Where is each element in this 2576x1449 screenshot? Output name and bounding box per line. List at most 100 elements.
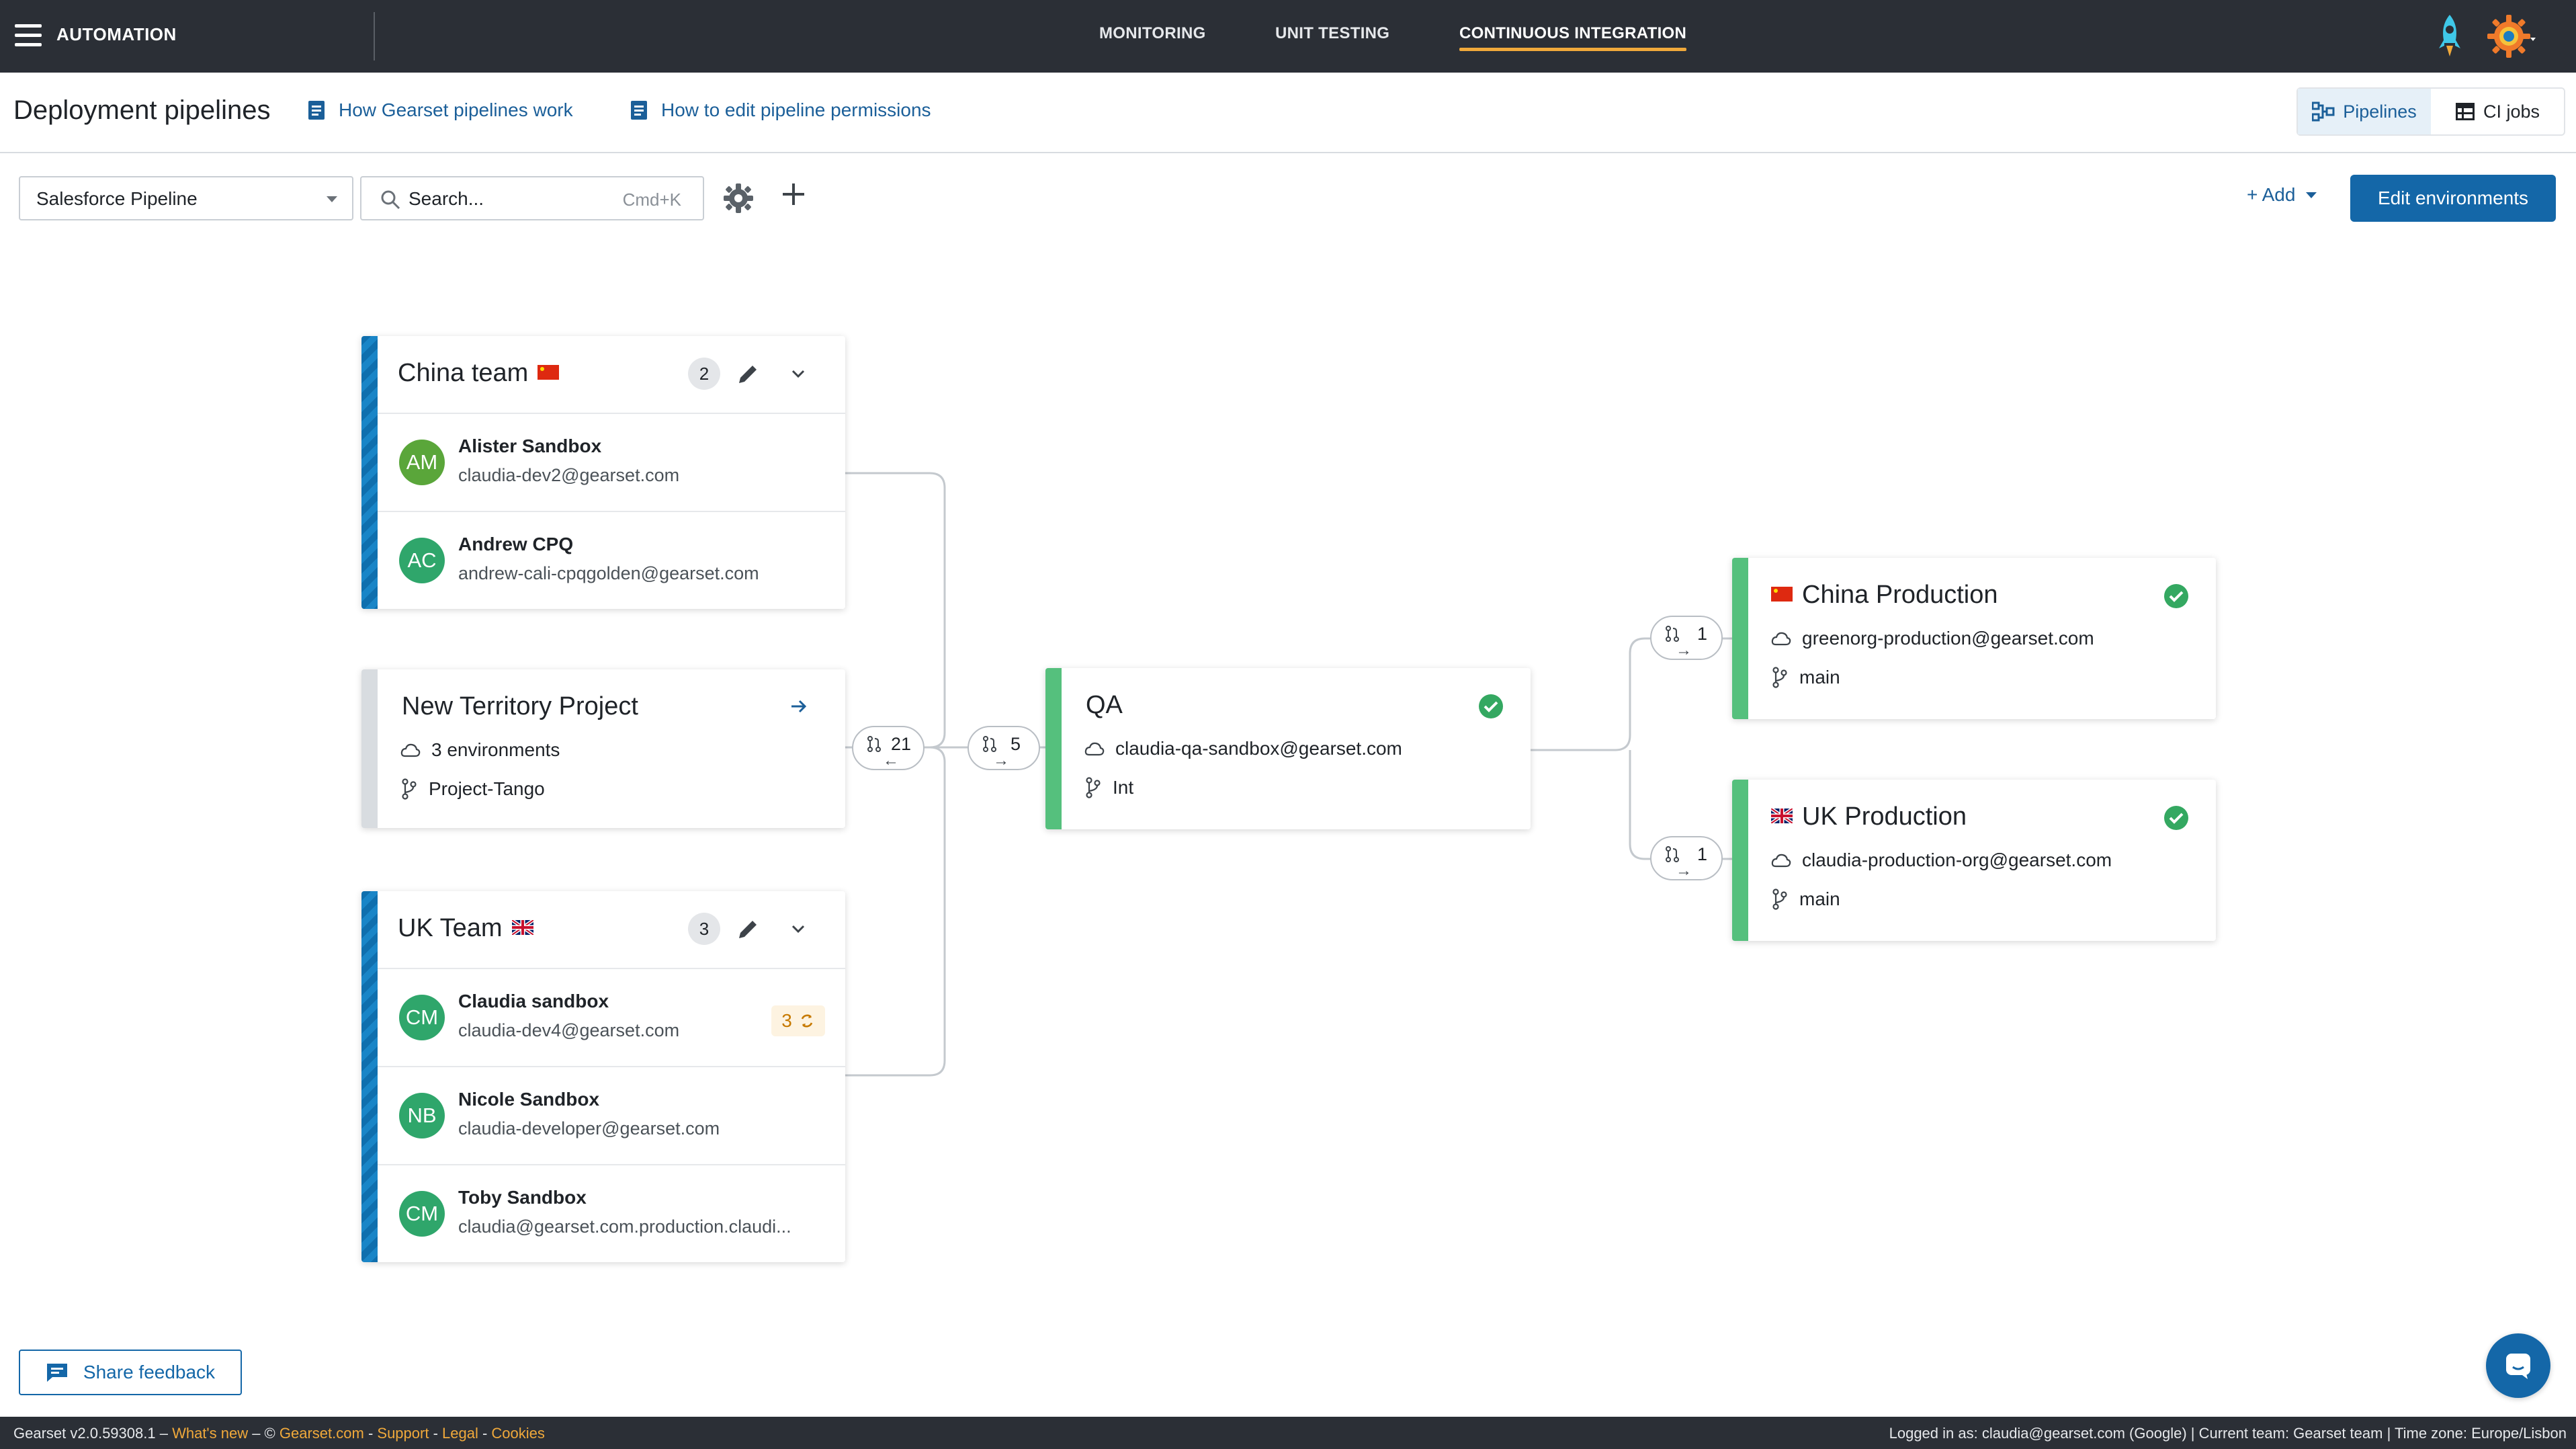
document-icon bbox=[308, 101, 325, 120]
environment-title: UK Production bbox=[1771, 802, 1967, 831]
branch-icon bbox=[1772, 667, 1787, 688]
share-feedback-button[interactable]: Share feedback bbox=[19, 1350, 242, 1395]
member-email: claudia@gearset.com.production.claudi... bbox=[458, 1216, 791, 1237]
nav-divider bbox=[374, 12, 375, 60]
pull-request-pill-uk-production[interactable]: 1 → bbox=[1650, 836, 1723, 880]
menu-icon[interactable] bbox=[15, 24, 42, 47]
pencil-icon[interactable] bbox=[736, 363, 759, 386]
pr-count: 1 bbox=[1697, 624, 1708, 644]
environment-org-text: claudia-qa-sandbox@gearset.com bbox=[1115, 738, 1402, 759]
group-card-china-team: China team 2 AM Alister Sandbox claudia-… bbox=[361, 336, 845, 609]
branch-icon bbox=[1772, 888, 1787, 910]
add-dropdown-button[interactable]: + Add bbox=[2247, 184, 2317, 206]
chat-support-button[interactable] bbox=[2486, 1333, 2550, 1398]
pull-request-icon bbox=[1666, 846, 1679, 862]
tab-continuous-integration[interactable]: CONTINUOUS INTEGRATION bbox=[1459, 24, 1687, 51]
environment-branch-text: main bbox=[1799, 888, 1840, 909]
search-input[interactable] bbox=[409, 184, 583, 214]
pull-request-pill-qa[interactable]: 5 → bbox=[968, 726, 1040, 770]
uk-flag-icon bbox=[511, 919, 533, 935]
account-gear-icon[interactable] bbox=[2486, 11, 2537, 62]
app-name[interactable]: AUTOMATION bbox=[56, 24, 177, 44]
group-title-text: UK Team bbox=[398, 914, 503, 942]
group-member-row[interactable]: AM Alister Sandbox claudia-dev2@gearset.… bbox=[378, 413, 845, 511]
page-title: Deployment pipelines bbox=[13, 95, 271, 125]
help-link-pipelines-label: How Gearset pipelines work bbox=[339, 99, 573, 120]
success-check-icon bbox=[2164, 584, 2188, 608]
group-member-row[interactable]: CM Claudia sandbox claudia-dev4@gearset.… bbox=[378, 968, 845, 1066]
group-member-row[interactable]: AC Andrew CPQ andrew-cali-cpqgolden@gear… bbox=[378, 511, 845, 609]
legal-link[interactable]: Legal bbox=[442, 1425, 478, 1442]
chevron-down-icon[interactable] bbox=[789, 364, 808, 383]
direction-arrow: → bbox=[1676, 641, 1692, 659]
tab-unit-testing[interactable]: UNIT TESTING bbox=[1275, 24, 1390, 42]
footer-separator: - bbox=[363, 1425, 378, 1442]
member-email: claudia-dev4@gearset.com bbox=[458, 1020, 680, 1040]
pipelines-view-button[interactable]: Pipelines bbox=[2298, 89, 2431, 134]
footer-left: Gearset v2.0.59308.1 – What's new – © Ge… bbox=[13, 1425, 545, 1442]
footer-separator: - bbox=[478, 1425, 492, 1442]
direction-arrow: ← bbox=[883, 751, 899, 770]
pencil-icon[interactable] bbox=[736, 918, 759, 941]
group-member-row[interactable]: NB Nicole Sandbox claudia-developer@gear… bbox=[378, 1066, 845, 1164]
group-count-badge: 2 bbox=[688, 358, 720, 390]
top-navigation: AUTOMATION MONITORING UNIT TESTING CONTI… bbox=[0, 0, 2576, 73]
member-email: claudia-developer@gearset.com bbox=[458, 1118, 720, 1138]
branch-icon bbox=[402, 778, 417, 800]
uk-flag-icon bbox=[1771, 808, 1793, 823]
document-icon bbox=[631, 101, 647, 120]
avatar: CM bbox=[399, 1191, 445, 1237]
environment-branch: main bbox=[1771, 667, 1840, 688]
help-link-permissions[interactable]: How to edit pipeline permissions bbox=[630, 99, 931, 121]
ci-jobs-view-button[interactable]: CI jobs bbox=[2431, 89, 2564, 134]
whats-new-link[interactable]: What's new bbox=[172, 1425, 249, 1442]
support-link[interactable]: Support bbox=[377, 1425, 429, 1442]
environment-stripe bbox=[1045, 668, 1062, 829]
avatar: AC bbox=[399, 538, 445, 583]
environment-card-qa[interactable]: QA claudia-qa-sandbox@gearset.com Int bbox=[1045, 668, 1531, 829]
sync-icon bbox=[801, 1014, 812, 1028]
chevron-down-icon[interactable] bbox=[789, 919, 808, 938]
pull-request-pill-china-production[interactable]: 1 → bbox=[1650, 616, 1723, 660]
add-plus-icon[interactable] bbox=[781, 181, 806, 207]
tab-monitoring[interactable]: MONITORING bbox=[1099, 24, 1206, 42]
pipeline-select-value: Salesforce Pipeline bbox=[36, 188, 198, 209]
group-stripe bbox=[361, 891, 378, 1262]
edit-environments-button[interactable]: Edit environments bbox=[2350, 175, 2556, 222]
cookies-link[interactable]: Cookies bbox=[491, 1425, 545, 1442]
group-title: UK Team bbox=[398, 914, 533, 943]
help-link-pipelines[interactable]: How Gearset pipelines work bbox=[308, 99, 573, 121]
success-check-icon bbox=[2164, 806, 2188, 830]
environment-branch: main bbox=[1771, 888, 1840, 910]
pull-request-pill-project[interactable]: 21 ← bbox=[852, 726, 925, 770]
project-card[interactable]: New Territory Project 3 environments Pro… bbox=[361, 669, 845, 828]
pull-request-icon bbox=[867, 736, 881, 752]
project-title: New Territory Project bbox=[402, 692, 638, 720]
settings-gear-icon[interactable] bbox=[723, 183, 754, 214]
group-member-row[interactable]: CM Toby Sandbox claudia@gearset.com.prod… bbox=[378, 1164, 845, 1262]
page-header: Deployment pipelines How Gearset pipelin… bbox=[0, 73, 2576, 153]
environment-card-china-production[interactable]: China Production greenorg-production@gea… bbox=[1732, 558, 2216, 719]
version-text: Gearset v2.0.59308.1 – bbox=[13, 1425, 173, 1442]
view-toggle: Pipelines CI jobs bbox=[2296, 87, 2565, 136]
environment-branch: Int bbox=[1084, 777, 1133, 798]
chat-icon bbox=[2506, 1354, 2530, 1379]
avatar: NB bbox=[399, 1093, 445, 1138]
environment-org: greenorg-production@gearset.com bbox=[1771, 628, 2094, 649]
sync-status-badge[interactable]: 3 bbox=[771, 1005, 825, 1036]
pipeline-select[interactable]: Salesforce Pipeline bbox=[19, 176, 353, 220]
caret-down-icon bbox=[2306, 192, 2317, 198]
ci-jobs-view-label: CI jobs bbox=[2483, 101, 2540, 122]
rocket-icon[interactable] bbox=[2435, 12, 2464, 60]
group-count-badge: 3 bbox=[688, 913, 720, 945]
arrow-right-icon[interactable] bbox=[789, 696, 809, 716]
gearset-link[interactable]: Gearset.com bbox=[279, 1425, 364, 1442]
sync-count: 3 bbox=[781, 1010, 792, 1031]
direction-arrow: → bbox=[1676, 862, 1692, 880]
environment-card-uk-production[interactable]: UK Production claudia-production-org@gea… bbox=[1732, 780, 2216, 941]
environment-org: claudia-production-org@gearset.com bbox=[1771, 850, 2112, 871]
footer: Gearset v2.0.59308.1 – What's new – © Ge… bbox=[0, 1417, 2576, 1449]
branch-icon bbox=[1086, 777, 1101, 798]
share-feedback-label: Share feedback bbox=[83, 1362, 216, 1382]
group-title-text: China team bbox=[398, 359, 529, 387]
